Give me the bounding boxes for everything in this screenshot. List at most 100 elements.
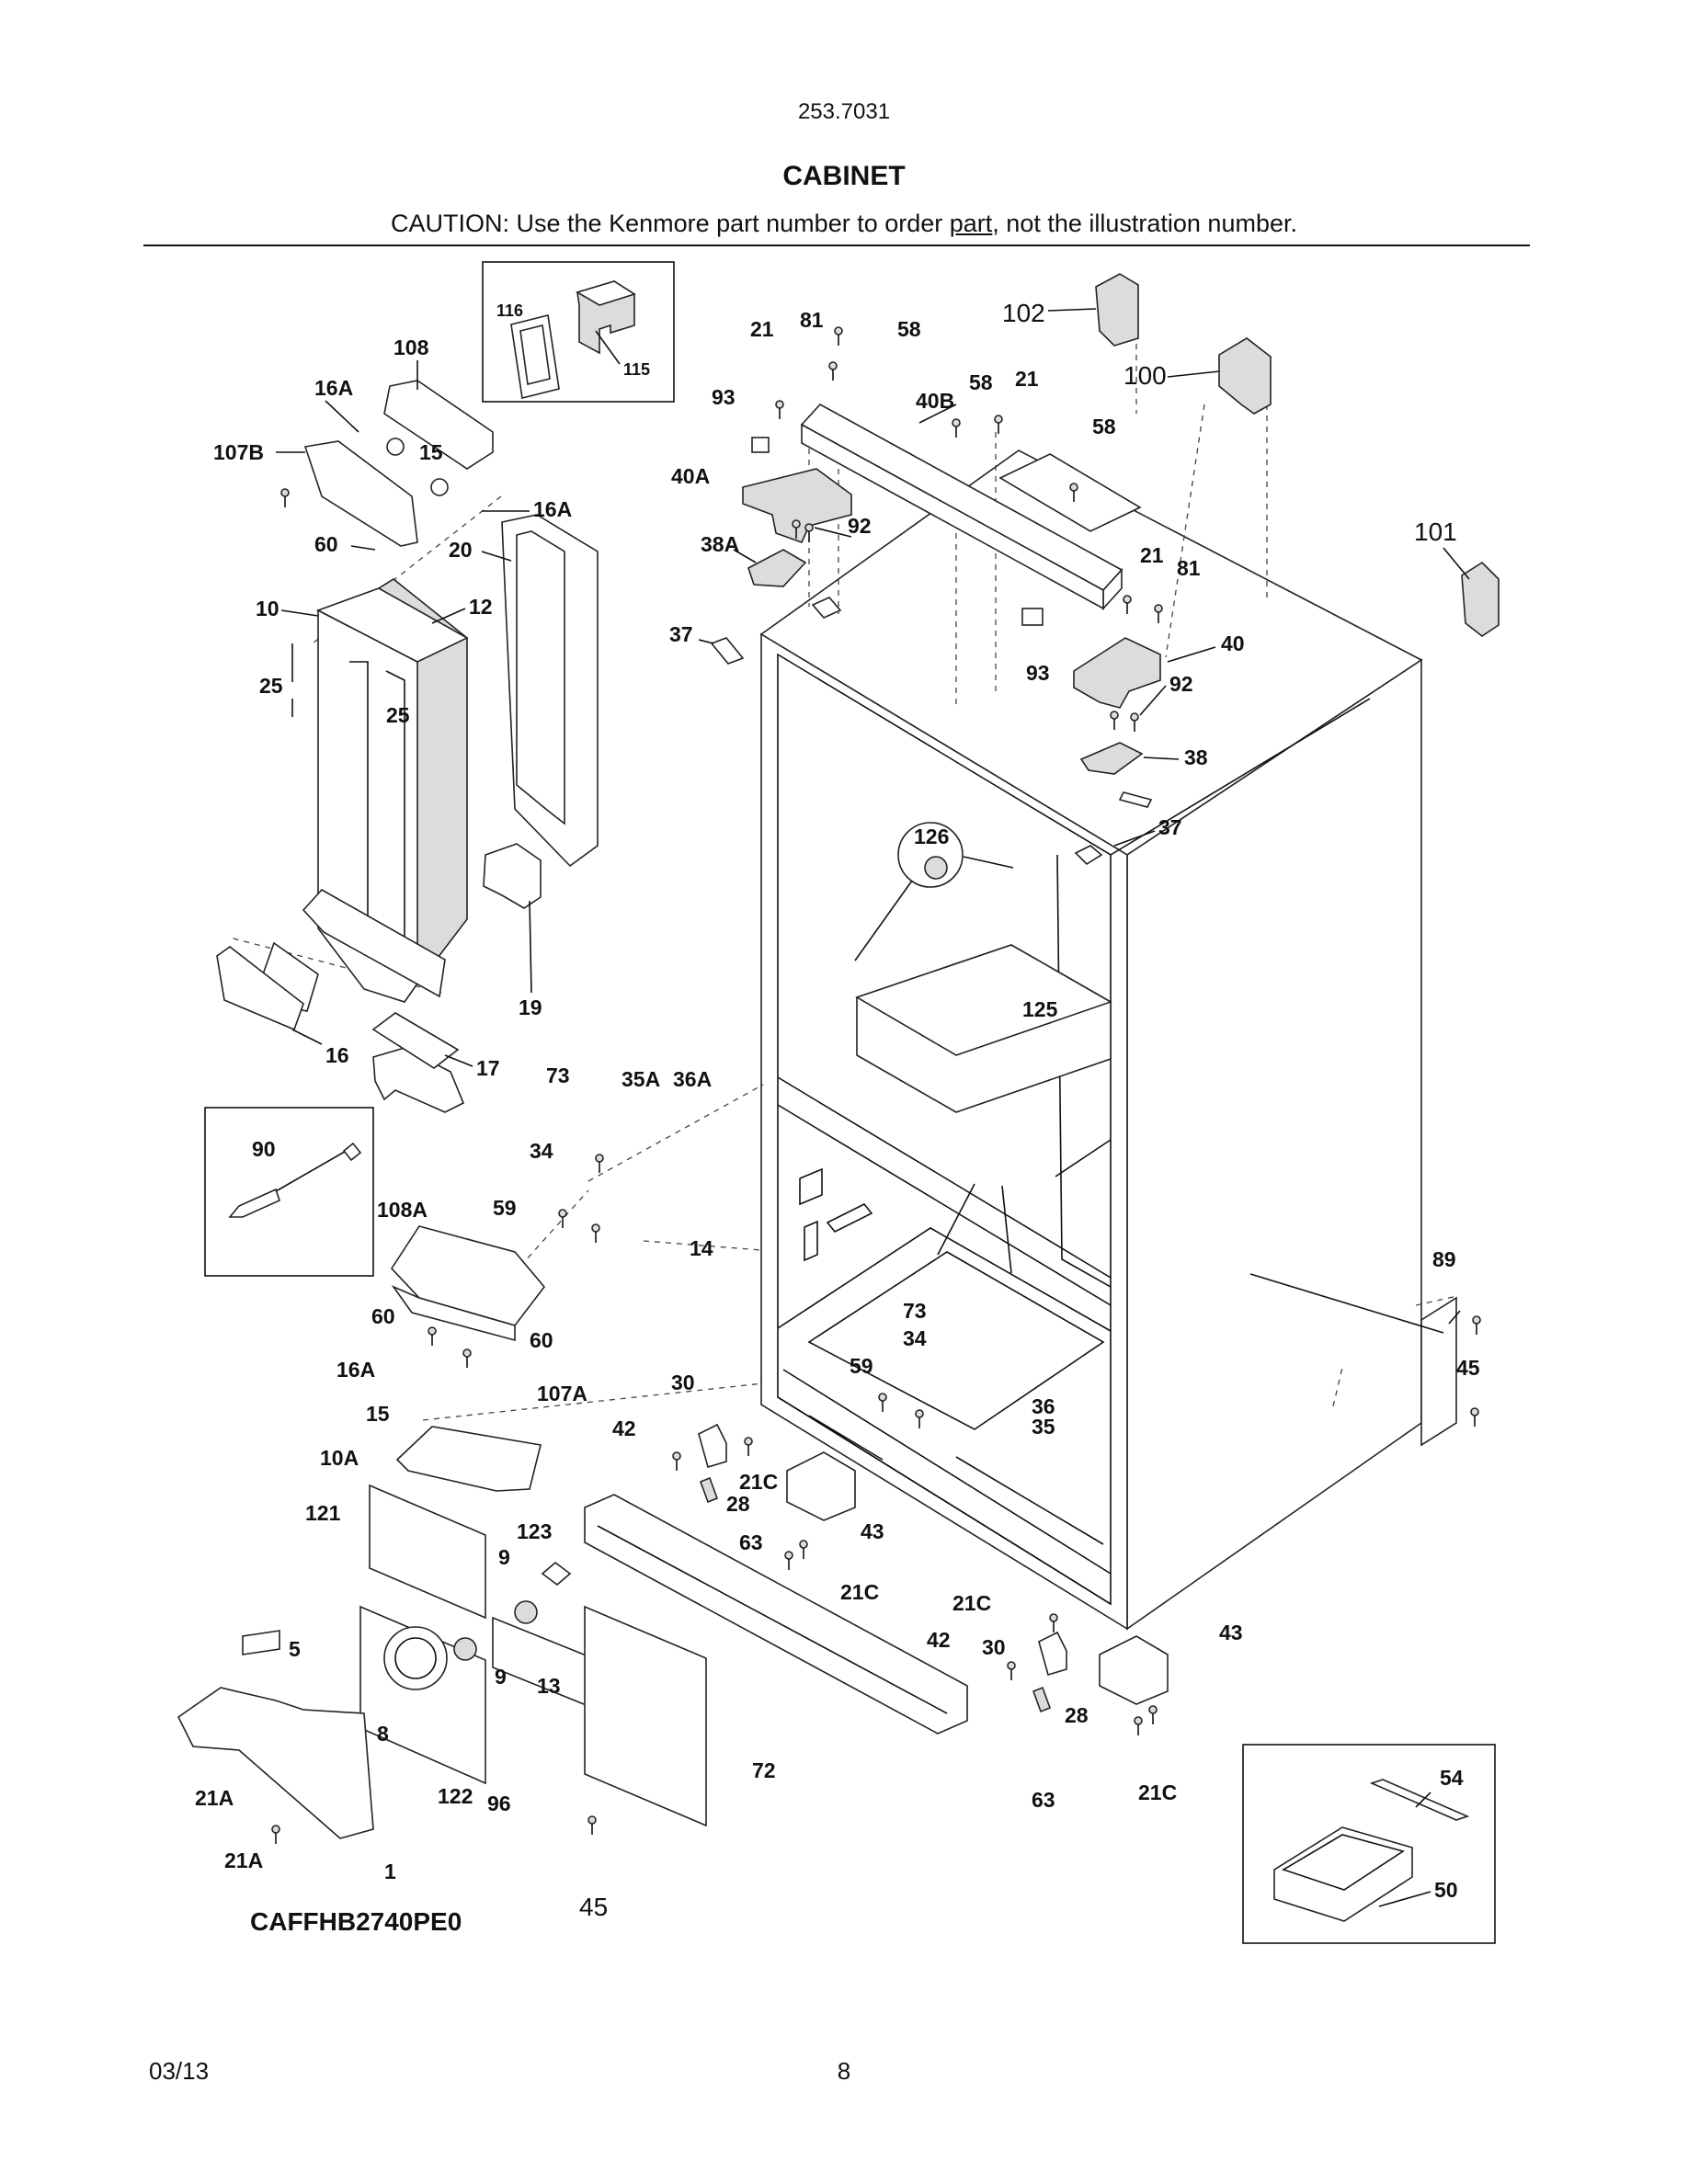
top-bar-40b-shape [800, 403, 1142, 611]
label-115: 115 [623, 360, 650, 379]
label-90: 90 [252, 1137, 276, 1161]
fan-assembly-shape [177, 1484, 707, 1839]
label-73: 73 [903, 1299, 927, 1323]
label-92: 92 [848, 514, 872, 538]
label-45: 45 [1456, 1356, 1480, 1380]
label-35: 35 [1032, 1415, 1055, 1439]
hinge-parts-shape [710, 437, 1161, 866]
label-21A: 21A [224, 1848, 263, 1872]
panel-89-shape [1420, 1296, 1457, 1447]
label-116: 116 [496, 301, 523, 320]
label-35A: 35A [622, 1067, 660, 1091]
label-60: 60 [314, 532, 338, 556]
model-number: 253.7031 [797, 99, 891, 124]
page-title: CABINET [782, 161, 906, 191]
label-125: 125 [1022, 997, 1058, 1021]
inset-box-50-54 [1242, 1744, 1496, 1944]
leader-lines [276, 308, 1470, 1907]
label-123: 123 [517, 1519, 552, 1543]
label-25: 25 [386, 703, 410, 727]
model-code: CAFFHB2740PE0 [250, 1907, 462, 1936]
caution-text: CAUTION: Use the Kenmore part number to … [0, 210, 1688, 238]
label-58: 58 [1092, 415, 1116, 438]
left-duct-assembly-shape [216, 380, 599, 1113]
label-121: 121 [305, 1501, 341, 1525]
label-25: 25 [259, 674, 283, 698]
label-12: 12 [469, 595, 493, 619]
label-10: 10 [256, 597, 279, 620]
label-16A: 16A [336, 1358, 375, 1382]
middle-module-shape [228, 1142, 546, 1492]
label-15: 15 [366, 1402, 390, 1426]
label-72: 72 [752, 1758, 776, 1782]
label-28: 28 [726, 1492, 750, 1516]
label-73: 73 [546, 1064, 570, 1087]
label-45: 45 [579, 1893, 608, 1921]
label-54: 54 [1440, 1766, 1464, 1790]
label-40A: 40A [671, 464, 710, 488]
label-9: 9 [495, 1665, 507, 1689]
label-14: 14 [690, 1236, 713, 1260]
label-93: 93 [712, 385, 736, 409]
label-102: 102 [1002, 299, 1045, 327]
label-126: 126 [914, 825, 949, 848]
label-92: 92 [1169, 672, 1193, 696]
label-122: 122 [438, 1784, 473, 1808]
header-rule [143, 245, 1530, 246]
label-81: 81 [800, 308, 824, 332]
label-43: 43 [1219, 1621, 1243, 1644]
label-60: 60 [530, 1328, 553, 1352]
label-30: 30 [982, 1635, 1006, 1659]
label-107A: 107A [537, 1382, 587, 1405]
label-1: 1 [384, 1860, 396, 1883]
label-58: 58 [897, 317, 921, 341]
footer-date: 03/13 [149, 2057, 210, 2085]
label-34: 34 [903, 1326, 927, 1350]
label-58: 58 [969, 370, 993, 394]
cabinet-body-shape [759, 449, 1423, 1631]
label-9: 9 [498, 1545, 510, 1569]
label-108A: 108A [377, 1198, 428, 1222]
label-81: 81 [1177, 556, 1201, 580]
inset-box-115-116 [482, 261, 675, 403]
grille-72-shape [584, 1494, 968, 1735]
label-20: 20 [449, 538, 473, 562]
part-labels: 116 115 108 16A 107B 15 16A 60 20 10 12 … [195, 299, 1480, 1921]
label-16A: 16A [533, 497, 572, 521]
callout-circle-126 [854, 822, 1014, 961]
label-89: 89 [1432, 1247, 1456, 1271]
label-19: 19 [519, 995, 542, 1019]
label-16: 16 [325, 1043, 349, 1067]
label-101: 101 [1414, 518, 1457, 546]
label-38: 38 [1184, 745, 1208, 769]
label-100: 100 [1123, 361, 1167, 390]
label-38A: 38A [701, 532, 739, 556]
label-96: 96 [487, 1792, 511, 1815]
label-63: 63 [1032, 1788, 1055, 1812]
label-13: 13 [537, 1674, 561, 1698]
label-5: 5 [289, 1637, 301, 1661]
caution-underlined: part [949, 210, 993, 237]
label-10A: 10A [320, 1446, 359, 1470]
label-43: 43 [861, 1519, 884, 1543]
label-37: 37 [669, 622, 693, 646]
label-16A: 16A [314, 376, 353, 400]
label-107B: 107B [213, 440, 264, 464]
lower-hinges-shape [698, 1423, 1169, 1713]
label-36A: 36A [673, 1067, 712, 1091]
label-21C: 21C [739, 1470, 778, 1494]
control-board-50-shape [1273, 1779, 1470, 1922]
label-40B: 40B [916, 389, 954, 413]
label-59: 59 [493, 1196, 517, 1220]
label-21A: 21A [195, 1786, 234, 1810]
label-28: 28 [1065, 1703, 1089, 1727]
label-21: 21 [1015, 367, 1039, 391]
label-42: 42 [612, 1416, 636, 1440]
label-63: 63 [739, 1530, 763, 1554]
label-42: 42 [927, 1628, 951, 1652]
label-8: 8 [377, 1722, 389, 1746]
label-36: 36 [1032, 1394, 1055, 1418]
label-30: 30 [671, 1371, 695, 1394]
label-17: 17 [476, 1056, 500, 1080]
label-108: 108 [393, 336, 429, 359]
